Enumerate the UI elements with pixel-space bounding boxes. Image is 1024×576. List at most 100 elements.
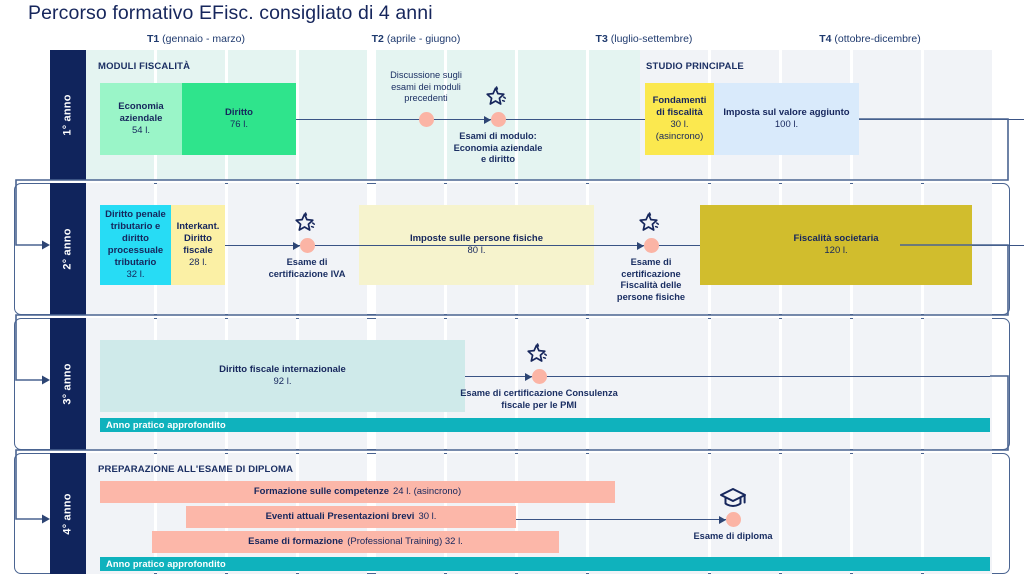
course-extra: (asincrono) [655,130,704,142]
course-hours: 100 l. [774,119,799,130]
grid-cell [782,453,850,574]
practical-year-label: Anno pratico approfondito [106,420,226,430]
course-hours: 54 l. [132,124,150,136]
section-label: PREPARAZIONE ALL'ESAME DI DIPLOMA [98,464,294,475]
arrow-head-icon [637,241,644,250]
arrow-head-icon [484,115,491,124]
course-title: Interkant. Diritto fiscale [176,221,220,256]
milestone-label-esame-certificazione-persone-fisiche: Esame di certificazione Fiscalità delle … [616,257,686,302]
page-title: Percorso formativo EFisc. consigliato di… [28,2,433,24]
grid-cell [640,453,708,574]
grid-cell [853,50,921,180]
quarter-header-t4: T4 (ottobre-dicembre) [760,33,980,45]
course-title: Imposte sulle persone fisiche [409,233,544,245]
quarter-code: T2 [371,33,384,45]
flow-connector-line [296,119,645,120]
year-row-1: 1° anno MODULI FISCALITÀ STUDIO PRINCIPALE… [14,50,1024,180]
course-hours: 30 l. [670,119,689,130]
arrow-head-icon [719,515,726,524]
training-bar-hours: (Professional Training) 32 l. [347,536,463,548]
year-label-text: 1° anno [62,94,74,136]
year-track: PREPARAZIONE ALL'ESAME DI DIPLOMA Formazi… [86,453,1024,574]
course-hours: 92 l. [273,376,292,387]
flow-connector-tail [972,245,1024,246]
quarter-range: (luglio-settembre) [610,33,693,45]
course-title: Imposta sul valore aggiunto [723,107,850,119]
flow-connector-tail [859,119,1024,120]
course-hours: 120 l. [824,245,848,256]
course-hours: 76 l. [230,119,248,130]
quarter-code: T3 [595,33,608,45]
year-label-text: 4° anno [62,492,74,535]
training-bar-hours: 24 l. (asincrono) [393,486,462,498]
quarter-range: (ottobre-dicembre) [834,33,921,45]
training-bar-title: Formazione sulle competenze [253,486,390,498]
graduation-cap-icon [718,486,748,515]
year-row-2: 2° anno Diritto penale tributario e dirit… [14,183,1024,315]
star-sparkle-icon [526,343,552,372]
year-label-1: 1° anno [50,50,86,180]
course-hours: 80 l. [467,245,486,256]
quarter-range: (gennaio - marzo) [162,33,246,45]
quarter-code: T1 [146,33,160,45]
quarter-header-t3: T3 (luglio-settembre) [534,33,754,45]
grid-cell [518,453,586,574]
milestone-dot-discussione-esami-moduli[interactable] [418,112,434,127]
star-sparkle-icon [294,212,320,241]
course-title: Economia aziendale [118,101,164,125]
course-title: Fondamenti di fiscalità [652,95,707,119]
year-label-text: 3° anno [62,363,74,405]
course-block-diritto-penale-tributario[interactable]: Diritto penale tributario e diritto proc… [100,205,171,285]
year-track: Diritto penale tributario e diritto proc… [86,183,1024,315]
year-label-4: 4° anno [50,453,86,574]
arrow-head-icon [525,372,532,381]
course-title: Fiscalità societaria [793,233,879,245]
course-hours: 28 l. [189,256,207,268]
course-title: Diritto penale tributario e diritto proc… [105,209,166,268]
year-label-2: 2° anno [50,183,86,315]
year-label-3: 3° anno [50,318,86,450]
star-sparkle-icon [485,86,511,115]
course-hours: 32 l. [126,268,145,280]
flow-connector-line [516,519,733,520]
training-bar-title: Esame di formazione [248,536,344,548]
year-label-text: 2° anno [62,228,74,270]
arrow-head-icon [293,241,300,250]
training-bar-title: Eventi attuali Presentazioni brevi [265,511,415,523]
section-label: MODULI FISCALITÀ [98,61,191,72]
grid-cell [924,453,992,574]
year-row-4: 4° anno PREPARAZIONE ALL'ESAME DI DIPLOMA… [14,453,1010,574]
milestone-label-esame-certificazione-iva: Esame di certificazione IVA [268,257,346,279]
quarter-code: T4 [819,33,832,45]
milestone-label-esami-di-modulo: Esami di modulo: Economia aziendale e di… [453,131,543,165]
milestone-label-discussione-esami-moduli: Discussione sugli esami dei moduli prece… [390,70,462,104]
practical-year-bar: Anno pratico approfondito [100,557,990,571]
practical-year-bar: Anno pratico approfondito [100,418,990,432]
grid-cell [853,453,921,574]
training-bar-esame-di-formazione[interactable]: Esame di formazione(Professional Trainin… [152,531,559,553]
grid-cell [924,50,992,180]
quarter-header-t1: T1 (gennaio - marzo) [86,33,306,45]
training-bar-hours: 30 l. [418,511,437,523]
milestone-label-esame-di-diploma: Esame di diploma [693,531,773,541]
practical-year-label: Anno pratico approfondito [106,559,226,569]
quarter-range: (aprile - giugno) [386,33,461,45]
course-title: Diritto fiscale internazionale [219,364,346,376]
course-title: Diritto [225,107,253,119]
star-sparkle-icon [638,212,664,241]
quarter-header-t2: T2 (aprile - giugno) [306,33,526,45]
section-label: STUDIO PRINCIPALE [646,61,744,72]
milestone-label-esame-certificazione-pmi: Esame di certificazione Consulenza fisca… [460,388,618,410]
